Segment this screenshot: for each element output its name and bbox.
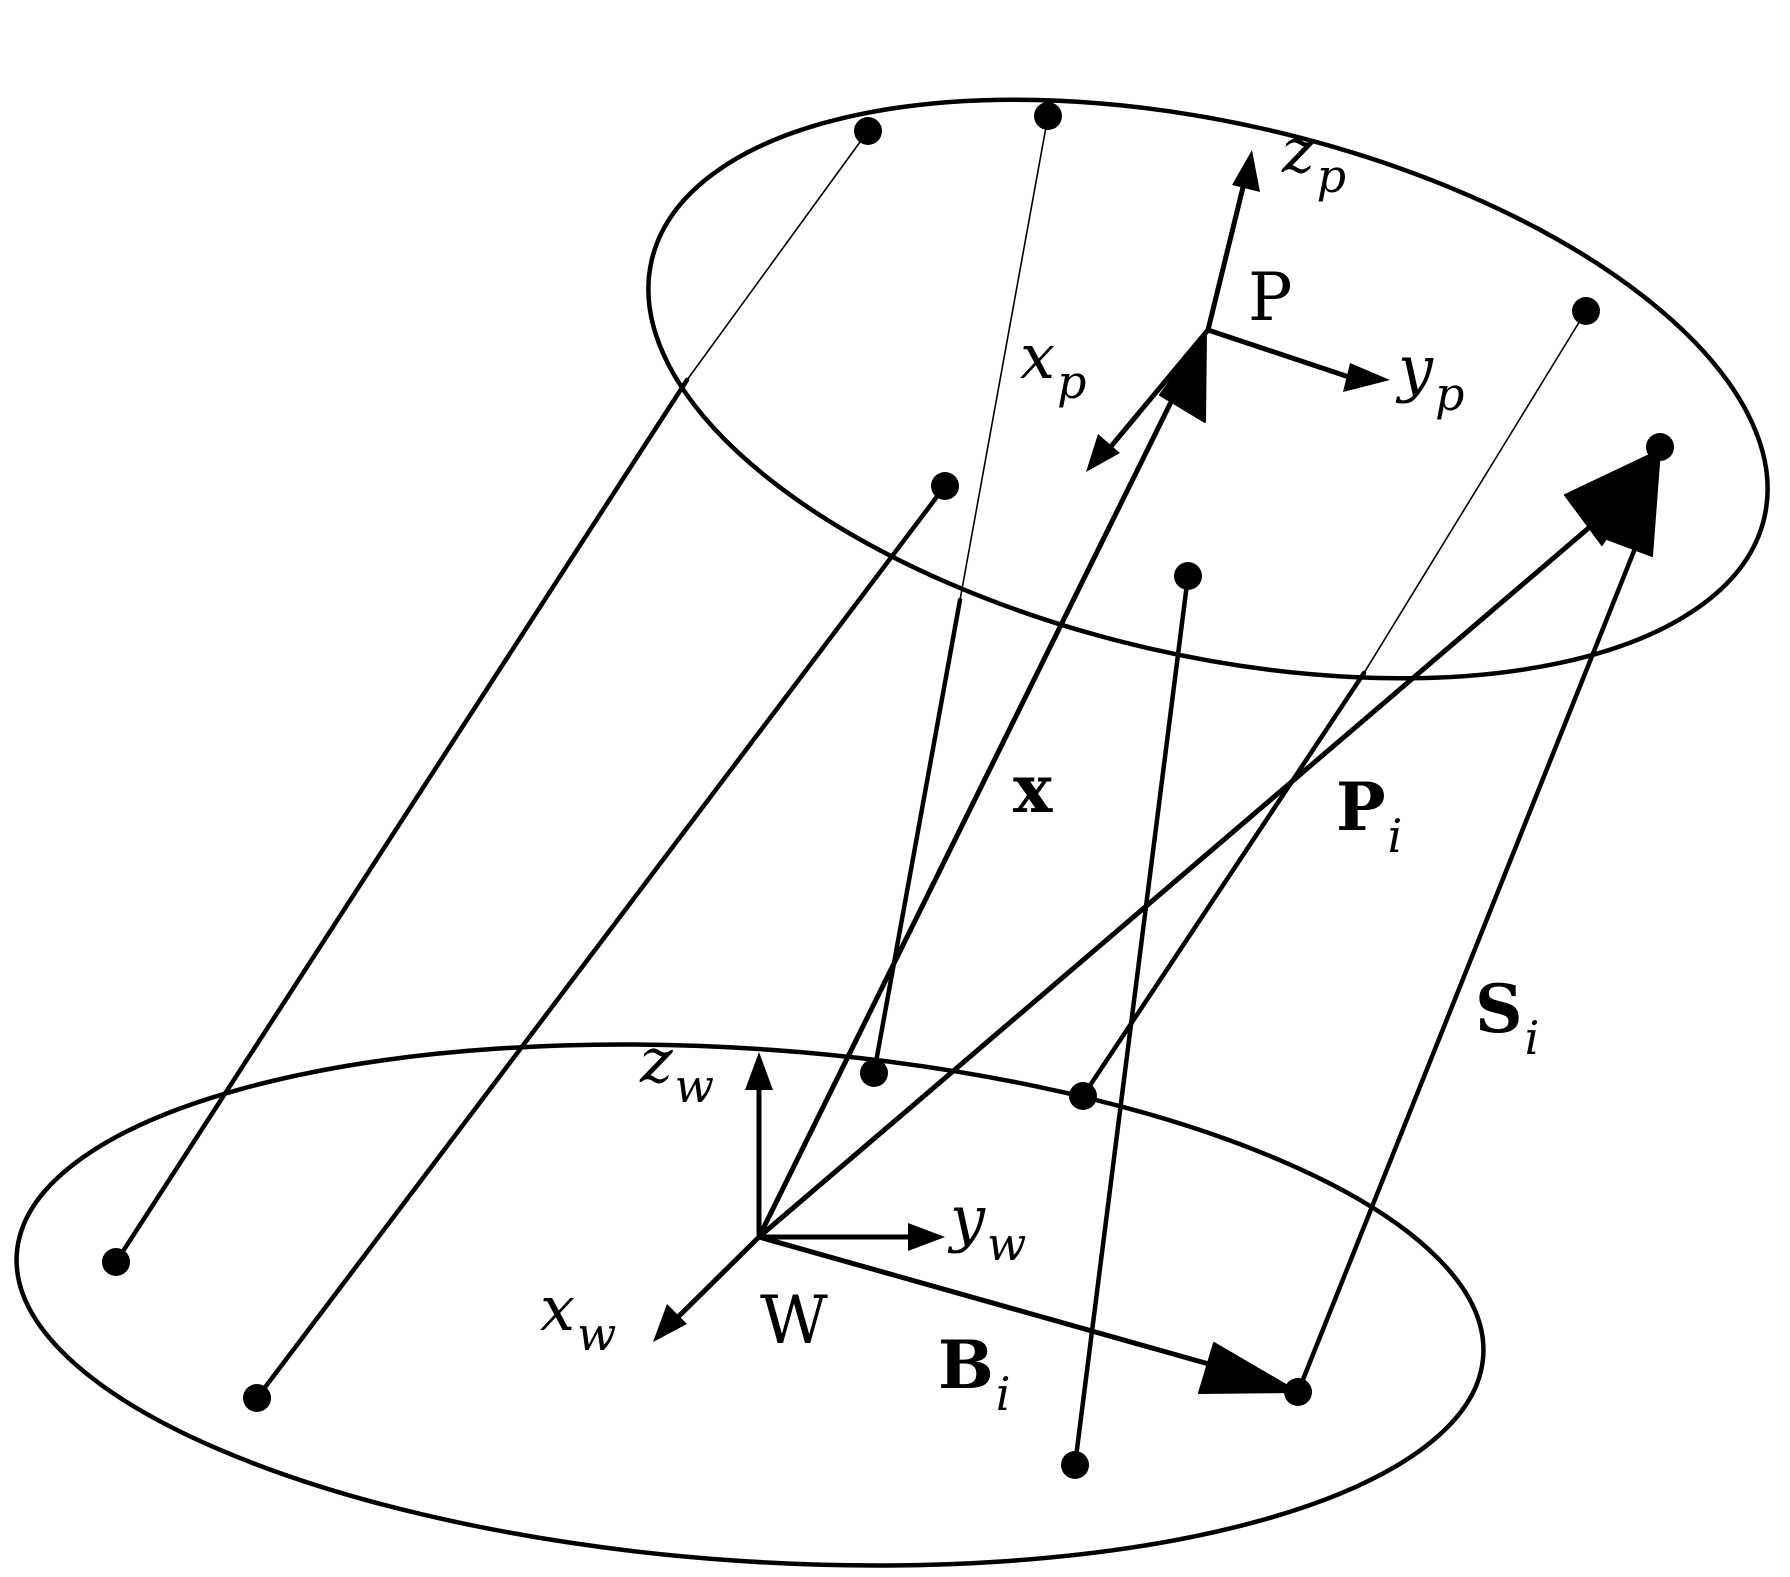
label-pi-vector: Pi (1336, 768, 1402, 863)
vector-x-shaft (756, 398, 1175, 1239)
axis-yp (1207, 327, 1353, 381)
moving-platform-ellipse (646, 97, 1770, 681)
base-joint (1284, 1378, 1312, 1406)
base-joint (860, 1059, 888, 1087)
base-joint (1061, 1451, 1089, 1479)
label-yp: yp (1395, 332, 1464, 421)
leg-5 (1072, 573, 1191, 1468)
platform-frame-axes (1106, 174, 1353, 452)
axis-yw-arrowhead (908, 1223, 945, 1251)
axis-xp-arrowhead (1086, 434, 1120, 472)
axis-zp-arrowhead (1232, 150, 1260, 192)
axis-yp-arrowhead (1343, 363, 1390, 392)
world-frame-arrowheads (653, 1052, 945, 1342)
label-zp: zp (1281, 114, 1346, 203)
legs-thin-segments (686, 115, 1587, 674)
base-platform-ellipse (14, 1042, 1486, 1568)
axis-xw (673, 1235, 761, 1322)
vector-si-arrowhead (1603, 449, 1661, 557)
leg-2 (254, 483, 948, 1401)
label-xw: xw (540, 1272, 616, 1361)
platform-joints (854, 102, 1674, 590)
platform-joint (1174, 562, 1202, 590)
leg-1 (113, 377, 690, 1265)
vectors (756, 398, 1600, 1373)
label-p-origin: P (1248, 259, 1292, 336)
leg-thin-segment (1363, 310, 1587, 674)
base-joint (102, 1248, 130, 1276)
label-x-vector: x (1013, 750, 1053, 828)
base-joint (1069, 1082, 1097, 1110)
leg-thin-segment (959, 115, 1049, 601)
legs-thick-segments (113, 377, 1643, 1468)
leg-thin-segment (686, 130, 869, 381)
axis-zp (1205, 174, 1249, 331)
base-joint (243, 1384, 271, 1412)
vector-bi-shaft (758, 1234, 1231, 1373)
platform-joint (1646, 433, 1674, 461)
leg-4 (1080, 670, 1367, 1099)
axis-xp (1106, 328, 1210, 452)
label-si-vector: Si (1475, 970, 1539, 1065)
vector-pi-shaft (757, 518, 1600, 1239)
leg-3 (871, 597, 963, 1076)
leg-si (1295, 533, 1643, 1395)
axis-xw-arrowhead (653, 1304, 687, 1342)
platform-joint (854, 117, 882, 145)
platform-joint (931, 472, 959, 500)
axis-zw-arrowhead (745, 1052, 773, 1090)
vector-bi-arrowhead (1198, 1342, 1299, 1394)
world-frame-axes (673, 1078, 915, 1322)
platform-joint (1572, 297, 1600, 325)
label-w-origin: W (760, 1282, 828, 1359)
base-joints (102, 1059, 1312, 1479)
label-xp: xp (1020, 320, 1086, 409)
label-zw: zw (639, 1024, 714, 1113)
platform-frame-arrowheads (1086, 150, 1390, 472)
label-yw: yw (947, 1182, 1026, 1271)
vector-heads (1159, 329, 1661, 1394)
label-bi-vector: Bi (938, 1326, 1011, 1421)
platform-joint (1034, 102, 1062, 130)
